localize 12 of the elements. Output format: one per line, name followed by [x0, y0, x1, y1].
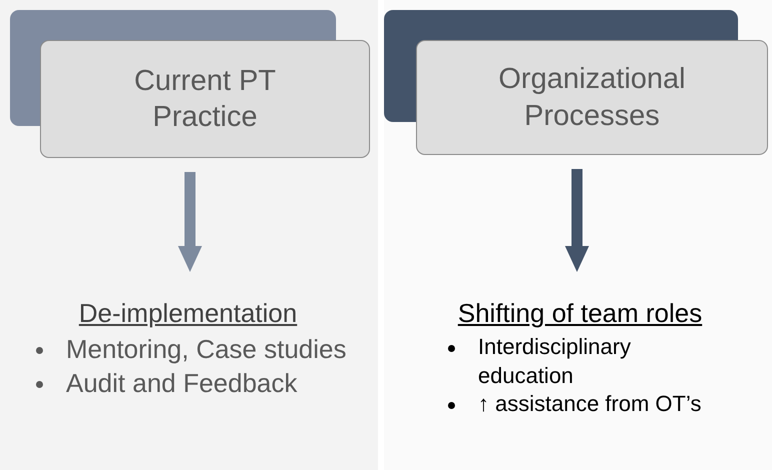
box-title: Organizational Processes [498, 62, 686, 134]
arrow [565, 169, 589, 272]
title-box [416, 40, 768, 155]
section-heading: Shifting of team roles [456, 298, 704, 329]
bullet-item: Interdisciplinary education [440, 333, 720, 390]
box-title: Current PT Practice [133, 64, 277, 135]
bullet-item: Mentoring, Case studies [28, 333, 348, 367]
bullet-item: Audit and Feedback [28, 366, 348, 401]
arrow [178, 172, 202, 272]
bullet-item: ↑ assistance from OT’s [440, 390, 720, 419]
section-heading: De-implementation [78, 298, 298, 329]
title-box [40, 40, 370, 158]
